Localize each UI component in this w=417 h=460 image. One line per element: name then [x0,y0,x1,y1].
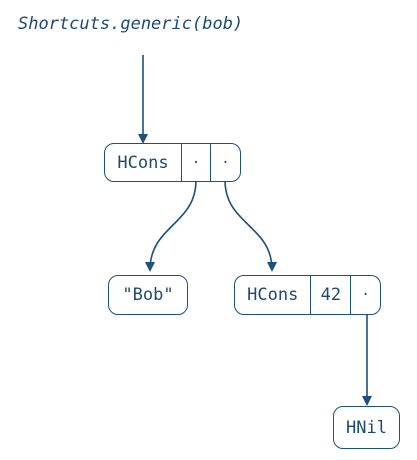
edge-root-to-bob [145,179,197,272]
hcons-inner-head: HCons [247,285,299,305]
bob-string-node: "Bob" [108,275,188,315]
pointer-dot-icon: · [221,154,230,171]
hcons-inner-value: 42 [310,276,350,314]
pointer-dot-icon: · [191,154,201,171]
hcons-inner-tail-pointer: · [350,276,380,314]
hcons-root-head-pointer: · [181,144,210,181]
hcons-root-head: HCons [117,152,169,173]
hnil-label: HNil [346,417,387,438]
hnil-node: HNil [333,406,400,449]
bob-string-label: "Bob" [122,285,174,305]
hcons-inner-node: HCons 42 · [234,275,381,315]
edge-root-to-inner-hcons [224,179,277,272]
hcons-root-tail-pointer: · [210,144,240,181]
expression-caption: Shortcuts.generic(bob) [18,14,244,34]
pointer-dot-icon: · [361,287,370,303]
hcons-root-node: HCons · · [104,143,241,182]
